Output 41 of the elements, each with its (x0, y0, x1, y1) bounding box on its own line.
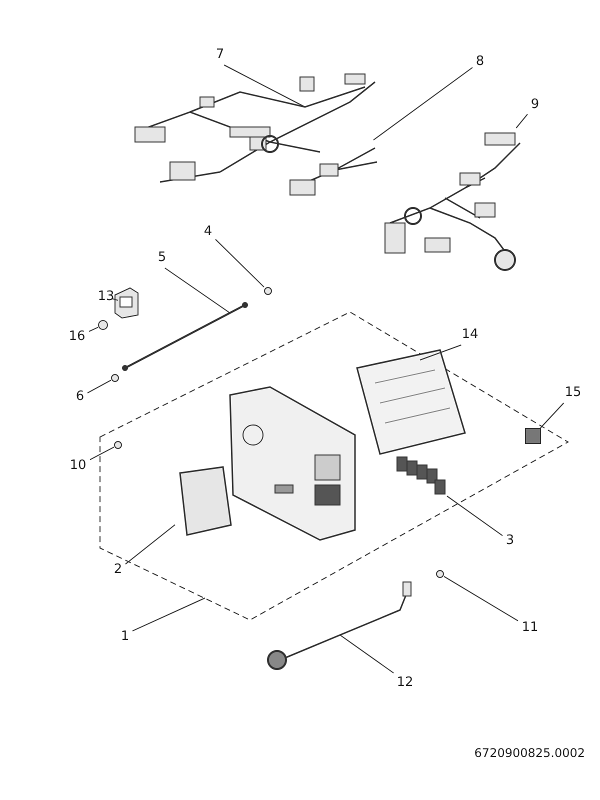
leader-line (446, 496, 503, 536)
screw-drawing (111, 374, 119, 382)
callout-number: 5 (154, 250, 170, 266)
callout-number: 6 (72, 389, 88, 405)
grommet-drawing (436, 570, 444, 578)
callout-number: 2 (110, 562, 126, 578)
leader-line (224, 64, 306, 108)
callout-number: 8 (472, 54, 488, 70)
callout-number: 10 (66, 458, 90, 474)
leader-line (420, 344, 462, 360)
leader-line (540, 402, 564, 428)
callout-number: 7 (212, 47, 228, 63)
callout-number: 11 (518, 620, 542, 636)
callout-number: 14 (458, 327, 482, 343)
leader-line (164, 268, 230, 314)
screw-drawing (98, 320, 108, 330)
leader-line (87, 380, 112, 394)
leader-line (372, 67, 473, 140)
plug-drawing (525, 428, 541, 444)
callout-number: 12 (393, 675, 417, 691)
leader-line (215, 238, 264, 288)
callout-number: 1 (118, 629, 132, 645)
grommet-drawing (264, 287, 272, 295)
callout-number: 3 (502, 533, 518, 549)
circuit-board-drawing (355, 348, 467, 456)
callout-number: 9 (528, 97, 542, 113)
callout-number: 15 (561, 385, 585, 401)
leader-line (125, 524, 176, 565)
leader-line (112, 298, 118, 301)
leader-line (88, 326, 98, 332)
terminal-block-drawing (112, 285, 140, 320)
callout-number: 13 (94, 289, 118, 305)
drawing-number: 6720900825.0002 (474, 745, 585, 761)
leader-line (90, 446, 114, 460)
leader-line (132, 598, 206, 632)
callout-number: 16 (65, 329, 89, 345)
callout-number: 4 (200, 224, 216, 240)
leader-line (340, 634, 394, 674)
leader-line (444, 576, 518, 622)
leader-line (516, 114, 528, 128)
clip-drawing (114, 441, 122, 449)
